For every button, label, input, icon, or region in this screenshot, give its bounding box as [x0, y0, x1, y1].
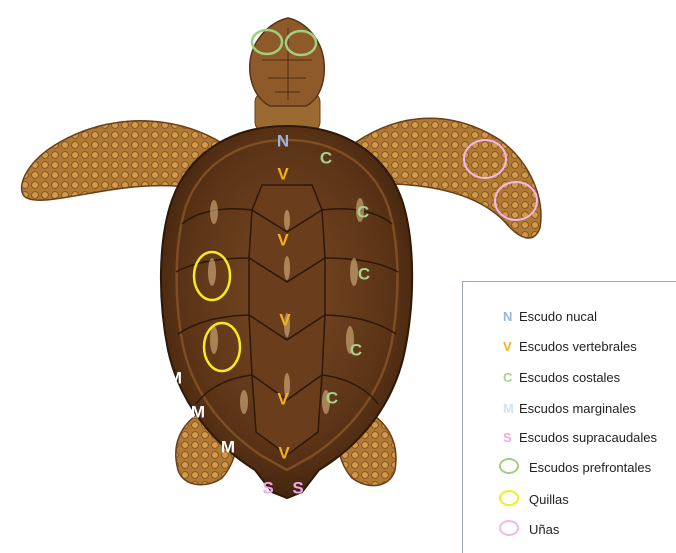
label-vertebral: V	[278, 445, 289, 462]
label-costal: C	[357, 204, 369, 221]
label-costal: C	[326, 390, 338, 407]
label-nucal: N	[277, 133, 289, 150]
legend-key: N	[503, 309, 512, 324]
legend-item-marginales: M Escudos marginales	[463, 399, 676, 421]
label-marginal: M	[143, 221, 157, 238]
legend-ring-icon	[499, 520, 519, 536]
label-marginal: M	[221, 439, 235, 456]
legend-label: Escudos prefrontales	[529, 460, 651, 475]
label-costal: C	[350, 342, 362, 359]
legend-item-costales: C Escudos costales	[463, 368, 676, 390]
label-vertebral: V	[277, 232, 288, 249]
label-marginal: M	[139, 261, 153, 278]
legend-ring-icon	[499, 458, 519, 474]
legend-label: Escudos costales	[519, 370, 620, 385]
label-vertebral: V	[277, 391, 288, 408]
label-marginal: M	[144, 292, 158, 309]
label-marginal: M	[151, 335, 165, 352]
label-costal: C	[358, 266, 370, 283]
legend-label: Escudo nucal	[519, 309, 597, 324]
legend-key: S	[503, 430, 512, 445]
legend-label: Escudos marginales	[519, 401, 636, 416]
legend-item-vertebrales: V Escudos vertebrales	[463, 337, 676, 359]
legend-label: Escudos supracaudales	[519, 430, 657, 445]
legend-item-quillas: Quillas	[463, 490, 676, 512]
label-supracaudal: S	[292, 480, 303, 497]
legend-item-unas: Uñas	[463, 520, 676, 542]
legend-label: Uñas	[529, 522, 559, 537]
legend-ring-icon	[499, 490, 519, 506]
label-vertebral: V	[279, 312, 290, 329]
legend-item-prefrontales: Escudos prefrontales	[463, 458, 676, 480]
label-costal: C	[320, 150, 332, 167]
legend-label: Escudos vertebrales	[519, 339, 637, 354]
legend-item-nucal: N Escudo nucal	[463, 307, 676, 329]
legend-key: M	[503, 401, 514, 416]
legend-item-supracaudales: S Escudos supracaudales	[463, 428, 676, 450]
legend-key: V	[503, 339, 512, 354]
label-vertebral: V	[277, 166, 288, 183]
label-marginal: M	[191, 404, 205, 421]
legend: N Escudo nucal V Escudos vertebrales C E…	[462, 281, 676, 553]
legend-label: Quillas	[529, 492, 569, 507]
label-marginal: M	[168, 370, 182, 387]
label-supracaudal: S	[262, 480, 273, 497]
legend-key: C	[503, 370, 512, 385]
